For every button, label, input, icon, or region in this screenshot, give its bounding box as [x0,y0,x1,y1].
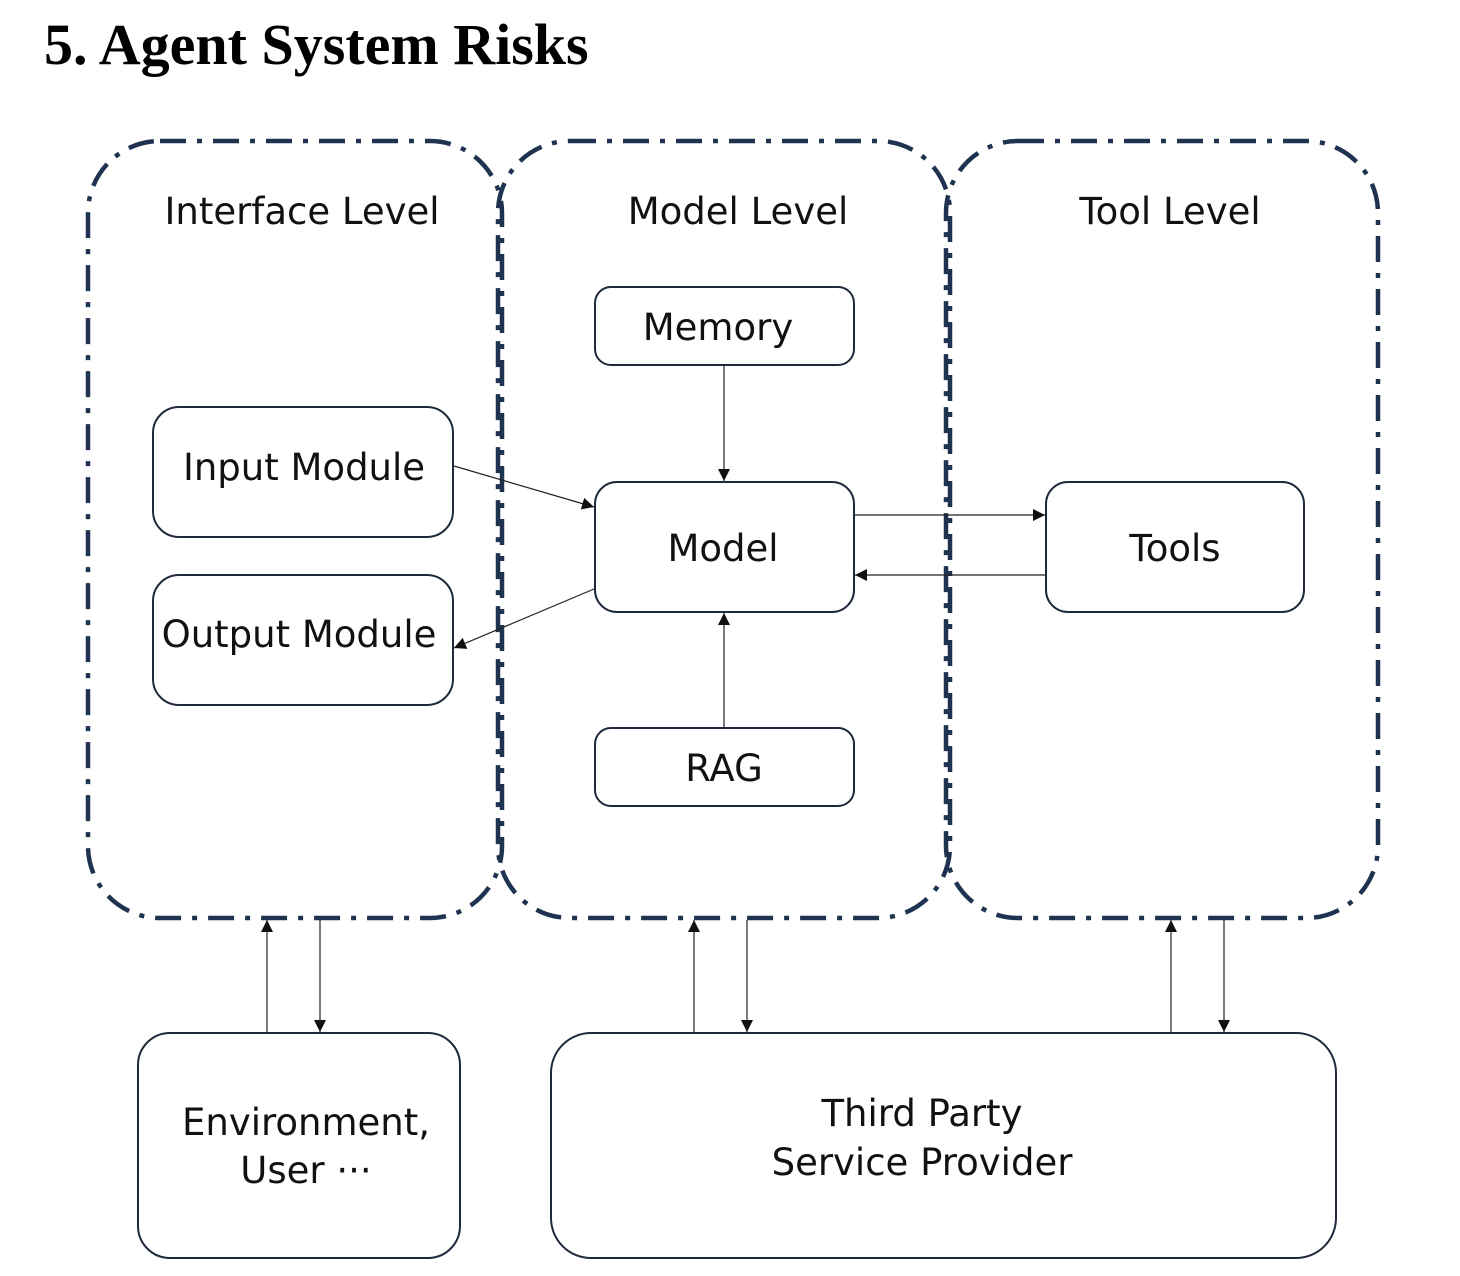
output-module-node: Output Module [152,574,454,706]
model-level-label: Model Level [628,190,849,233]
model-to-output-arrow [453,588,595,649]
service-provider-label: Service Provider [772,1141,1074,1184]
tool-level-label: Tool Level [1078,190,1260,233]
rag-label: RAG [685,747,763,790]
interface-level-container [85,138,505,921]
tools-node: Tools [1045,481,1305,613]
environment-label: Environment, [182,1101,430,1144]
input-module-label: Input Module [183,446,425,489]
page-title: 5. Agent System Risks [44,12,589,77]
memory-label: Memory [643,306,793,349]
model-label: Model [667,527,778,570]
tools-label: Tools [1128,527,1220,570]
interface-level-label: Interface Level [164,190,439,233]
third-party-service-provider-node: Third Party Service Provider [550,1032,1337,1259]
input-module-node: Input Module [152,406,454,538]
user-label: User ··· [240,1149,371,1192]
environment-user-node: Environment, User ··· [137,1032,461,1259]
tool-level-container [943,138,1381,921]
input-to-model-arrow [453,465,595,510]
rag-node: RAG [594,727,855,807]
third-party-label: Third Party [820,1092,1022,1135]
output-module-label: Output Module [162,613,437,656]
model-node: Model [594,481,855,613]
memory-node: Memory [594,286,855,366]
